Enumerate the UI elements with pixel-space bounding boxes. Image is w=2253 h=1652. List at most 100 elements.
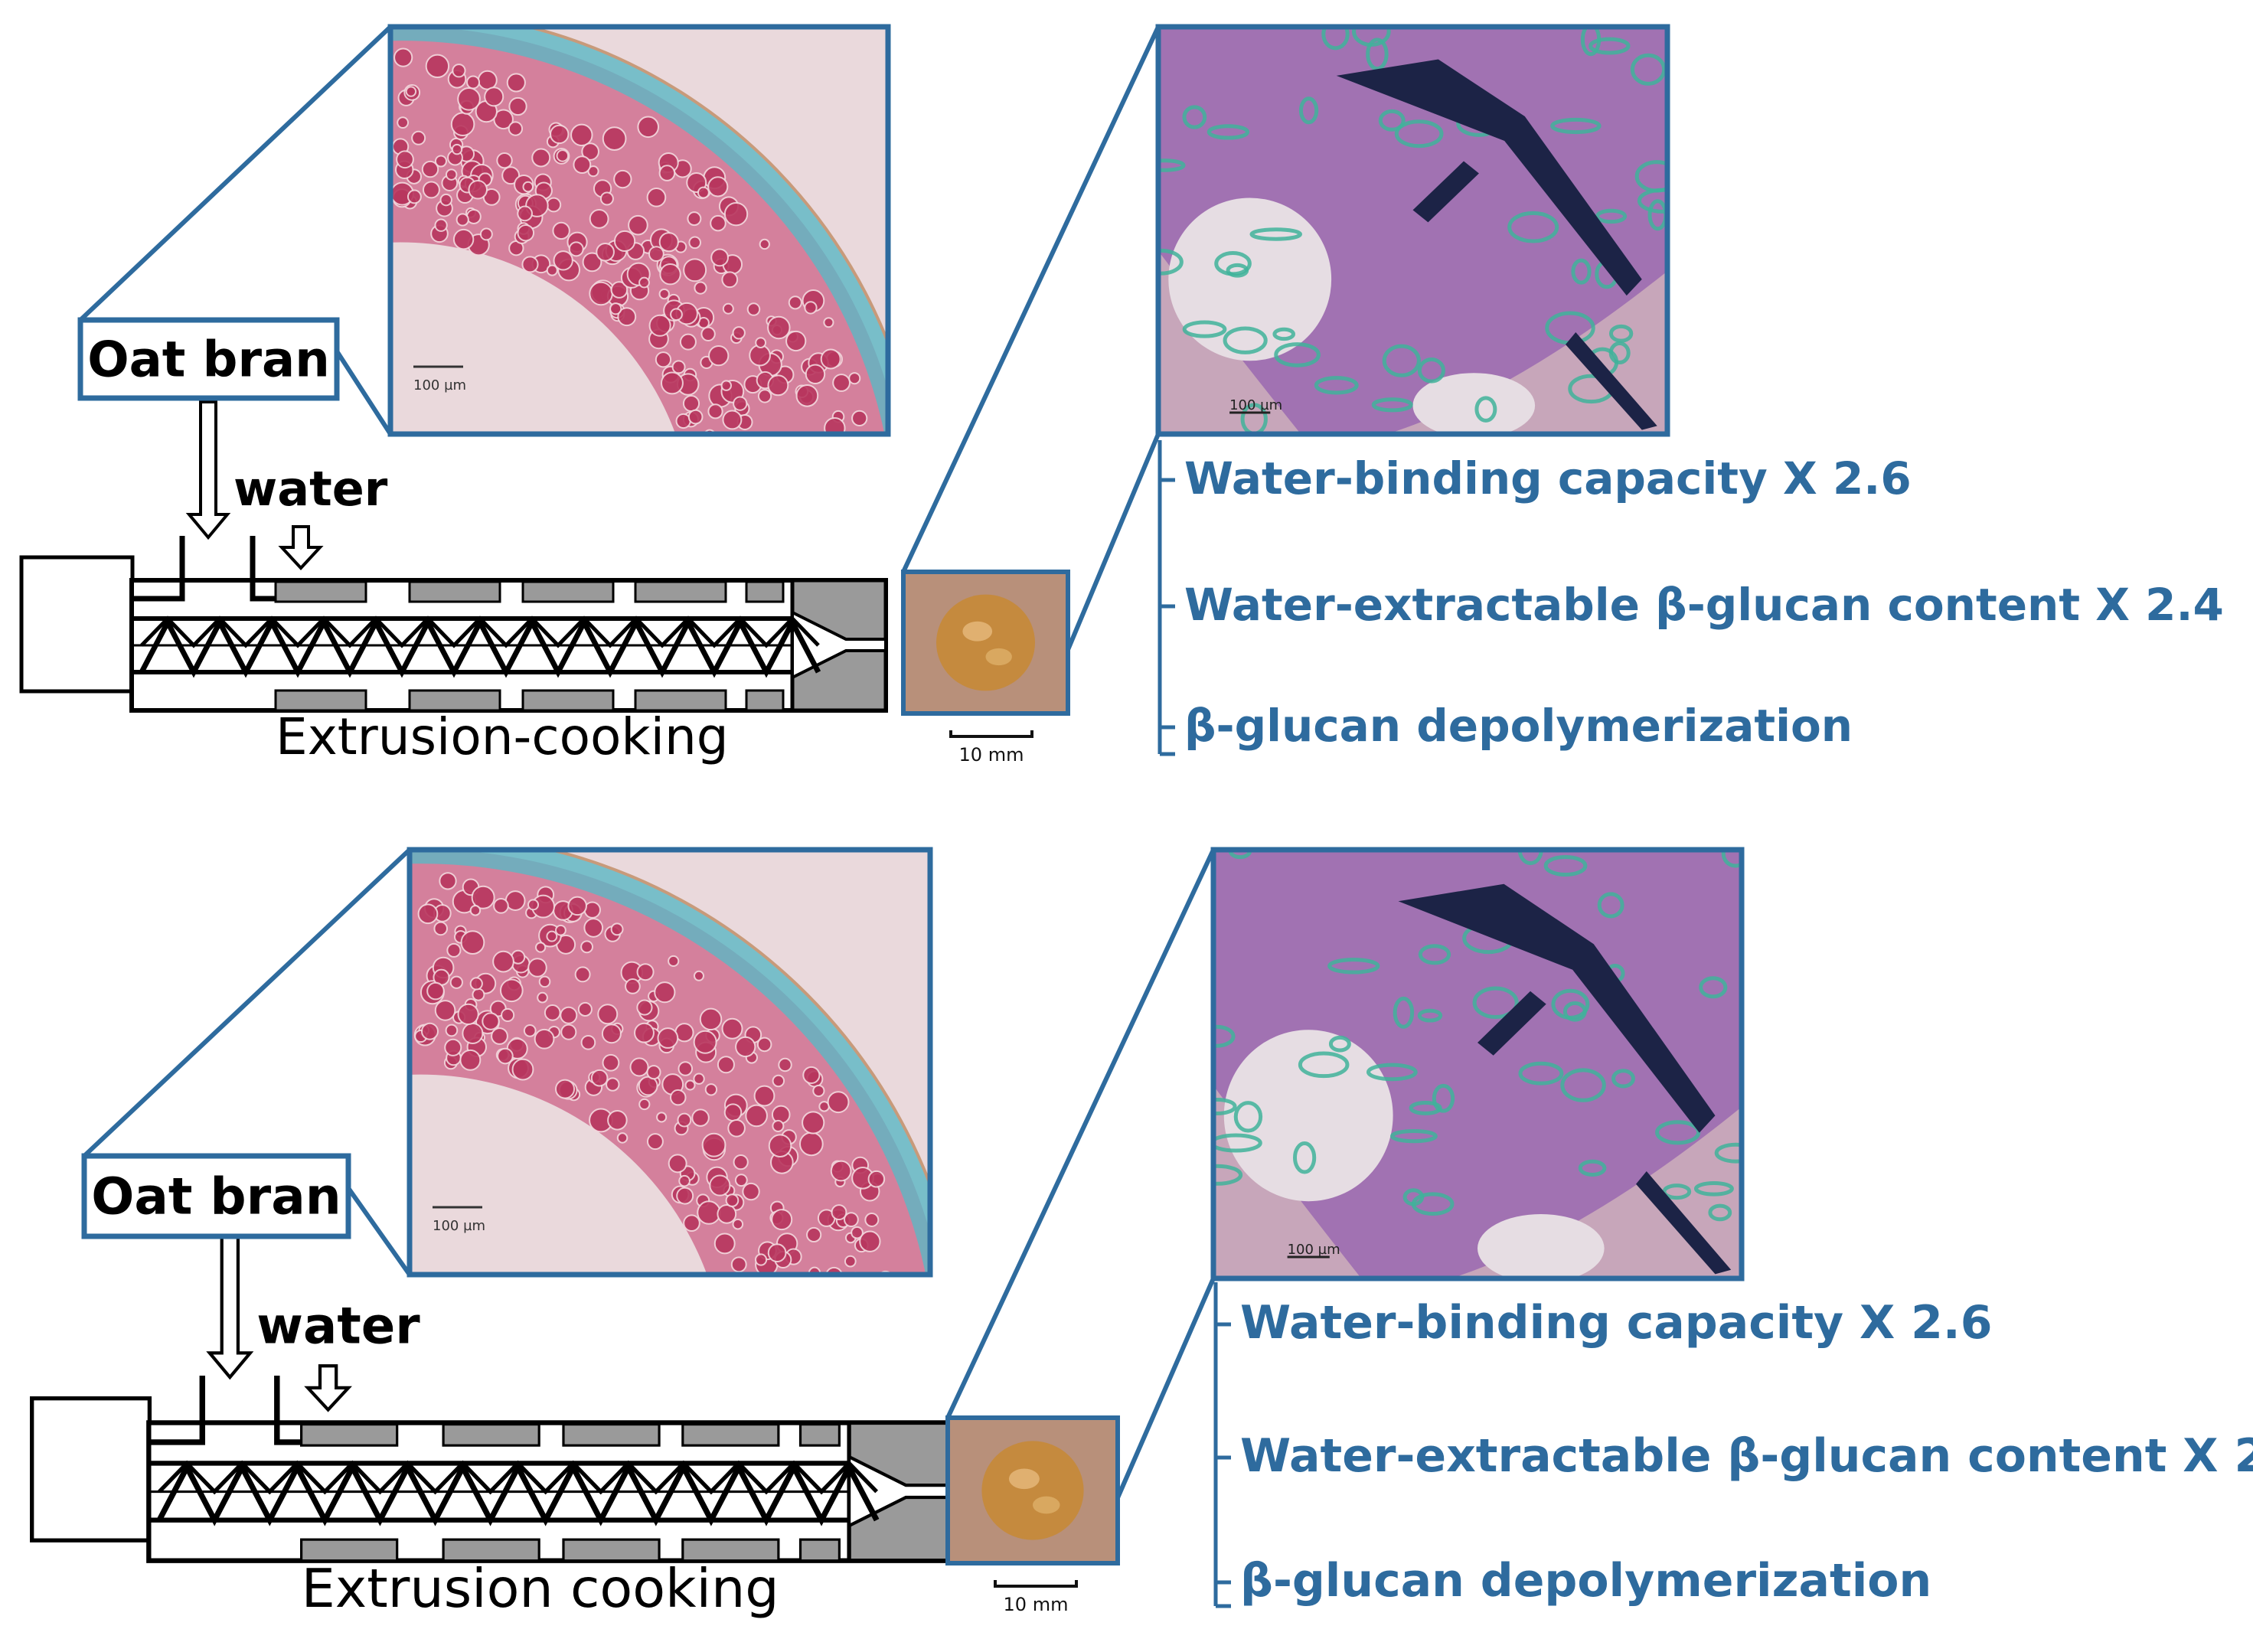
- cell: [638, 276, 650, 289]
- extrudate-micrograph-frame: [1155, 24, 1670, 437]
- cell: [439, 193, 452, 207]
- cell: [745, 497, 766, 518]
- cell: [754, 1253, 768, 1266]
- cell: [492, 950, 514, 973]
- cell: [602, 1053, 620, 1072]
- cell: [425, 54, 450, 79]
- cell: [775, 507, 786, 518]
- cell: [462, 1022, 484, 1044]
- cell: [706, 512, 727, 533]
- cell: [812, 1084, 825, 1098]
- cell: [721, 1338, 743, 1360]
- bran-particle: [1655, 1120, 1701, 1145]
- cell: [450, 112, 475, 136]
- zoom-line: [78, 24, 393, 322]
- pellet-scale-label: 10 mm: [1004, 1594, 1069, 1615]
- cell: [534, 942, 547, 953]
- cell: [774, 460, 786, 472]
- bran-particle: [1472, 986, 1519, 1020]
- cell: [802, 498, 814, 509]
- cell: [434, 218, 448, 232]
- cell: [553, 250, 573, 271]
- bran-particle: [1699, 976, 1728, 999]
- cell: [445, 1024, 459, 1037]
- cell: [607, 1110, 628, 1131]
- cell: [795, 1346, 814, 1365]
- cell: [826, 1289, 843, 1306]
- bran-particle: [1366, 38, 1389, 71]
- fibre-fragment: [1412, 161, 1479, 223]
- cell: [803, 479, 825, 501]
- zoom-line: [945, 848, 1216, 1419]
- heating-zone-bottom: [634, 689, 727, 712]
- cell: [772, 1119, 785, 1132]
- bran-particle: [1597, 892, 1624, 919]
- cell: [521, 256, 539, 273]
- fibre-fragment: [1478, 991, 1546, 1056]
- bran-particle: [1298, 96, 1319, 125]
- pellet-highlight: [962, 621, 993, 642]
- bran-particle: [1693, 1180, 1734, 1197]
- screw-flight-upper: [140, 615, 820, 648]
- hopper-wall-right: [274, 1375, 302, 1445]
- cell: [449, 975, 463, 989]
- bran-particle: [1417, 1008, 1443, 1023]
- aleurone-layer: [410, 850, 930, 1275]
- cell: [771, 1105, 791, 1125]
- cell: [670, 1089, 687, 1106]
- fibre-fragment: [1398, 883, 1716, 1133]
- cell: [601, 1024, 622, 1044]
- cell: [731, 1277, 740, 1286]
- cell: [728, 1319, 741, 1332]
- process-label: Extrusion-cooking: [276, 707, 729, 766]
- cell: [723, 201, 749, 227]
- cell: [880, 1277, 893, 1290]
- heating-zone-bottom: [300, 1538, 399, 1562]
- cell: [713, 1232, 736, 1255]
- cell: [634, 1022, 655, 1043]
- fibre-fragment: [1336, 59, 1642, 296]
- bran-particle: [1182, 105, 1207, 129]
- cell: [613, 169, 632, 189]
- cell: [679, 333, 697, 351]
- cell: [465, 209, 482, 224]
- cell: [582, 252, 602, 273]
- cell: [677, 1112, 692, 1128]
- cell: [508, 96, 527, 116]
- cell: [733, 396, 748, 411]
- cell: [806, 446, 815, 455]
- cell: [655, 351, 672, 368]
- water-feed-arrow: [304, 1364, 352, 1412]
- cell: [694, 281, 707, 295]
- bran-particle: [1571, 258, 1592, 285]
- cell: [678, 1174, 691, 1187]
- cell: [687, 409, 704, 425]
- cell: [725, 1193, 740, 1207]
- cell: [864, 1213, 880, 1227]
- pellet-scale-bar: [994, 1580, 1078, 1588]
- cell: [446, 942, 462, 958]
- cell: [727, 1118, 746, 1138]
- cell: [742, 1279, 764, 1301]
- cell: [723, 1103, 743, 1121]
- cell: [788, 474, 800, 486]
- bran-particle: [1580, 27, 1602, 57]
- cell: [522, 181, 534, 193]
- bran-particle: [1206, 124, 1250, 140]
- cell: [552, 221, 570, 240]
- water-label: water: [233, 461, 388, 517]
- cell: [656, 1112, 668, 1123]
- bran-particle: [1417, 357, 1445, 384]
- heating-zone-bottom: [562, 1538, 661, 1562]
- cell: [468, 179, 488, 200]
- cell: [800, 1291, 815, 1305]
- cell: [477, 70, 498, 90]
- cell: [832, 1367, 841, 1376]
- motor-box: [19, 555, 135, 694]
- cell: [838, 491, 852, 505]
- cell: [851, 410, 868, 426]
- bran-particle: [1249, 227, 1302, 241]
- hopper-wall-right: [250, 536, 276, 602]
- cell: [499, 978, 524, 1003]
- oat-bran-micrograph: [410, 850, 930, 1376]
